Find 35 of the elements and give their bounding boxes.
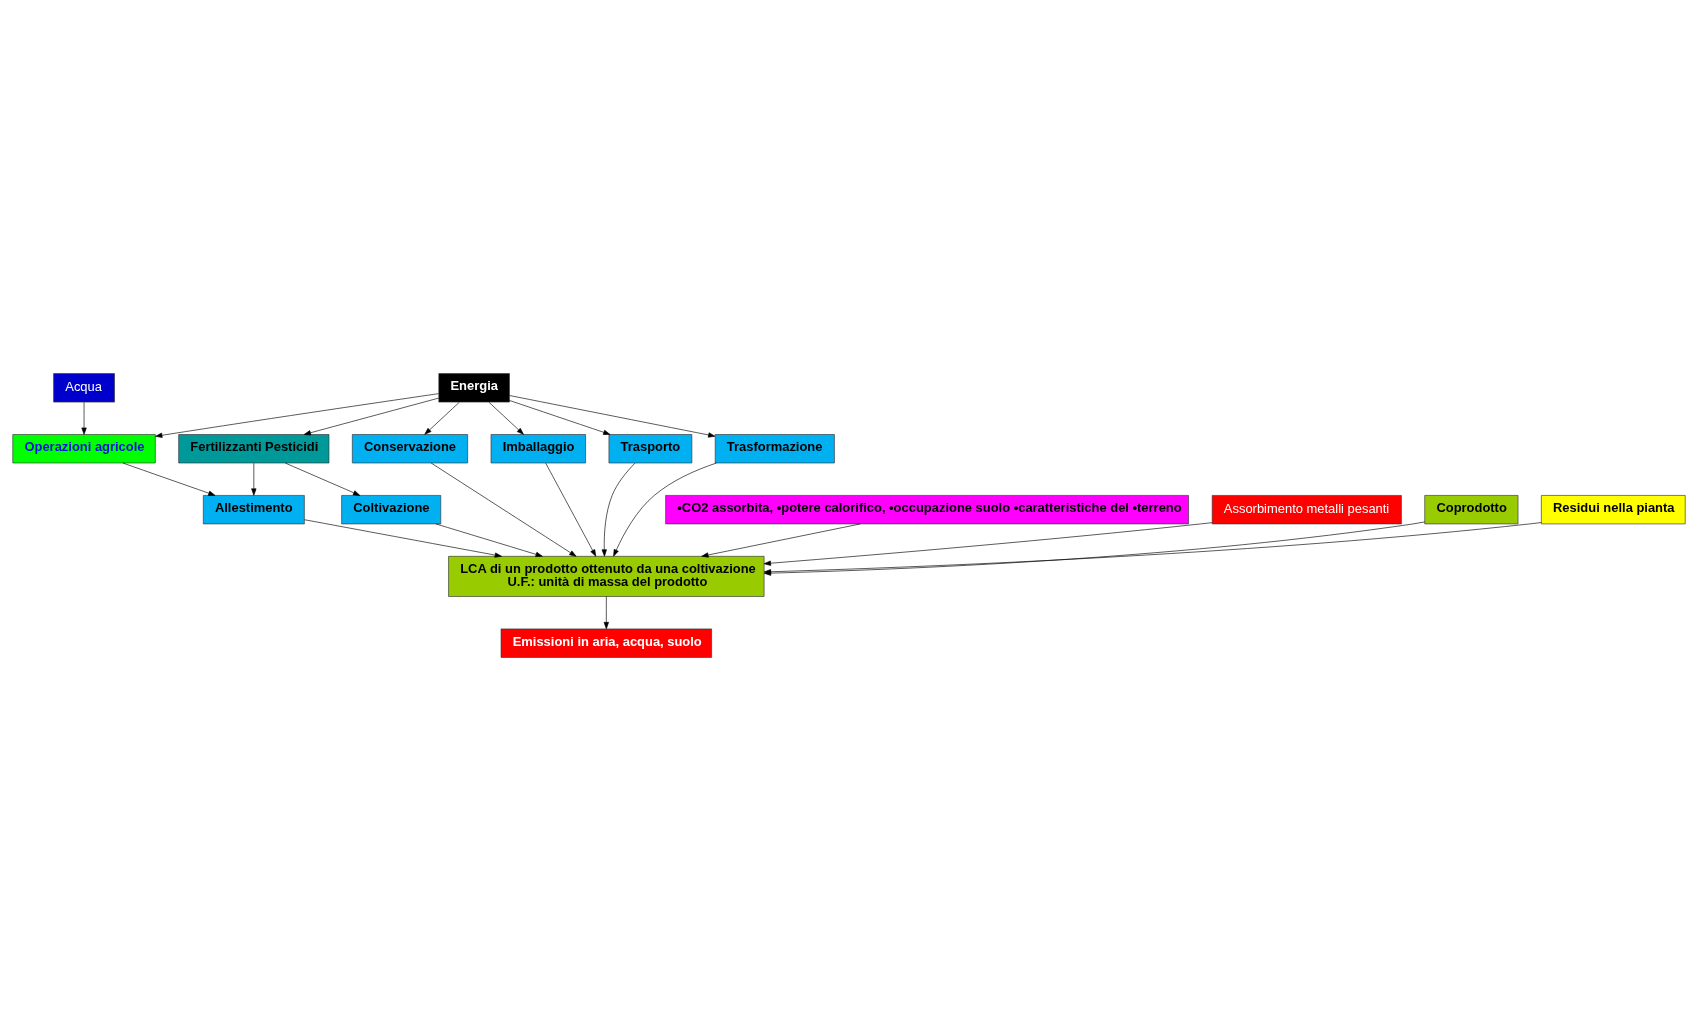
arrow: [250, 462, 256, 496]
arrow: [435, 523, 543, 557]
arrow: [544, 462, 596, 557]
node-box: Coprodotto: [1423, 494, 1518, 524]
arrow: [303, 397, 439, 435]
node-box: LCA di un prodotto ottenuto da una coltivazione U.F.: unità di massa del prodotto: [447, 555, 764, 597]
node-box: Allestimento: [202, 494, 305, 524]
arrow: [423, 401, 460, 435]
arrow: [700, 523, 861, 558]
node-box: •CO2 assorbita, •potere calorifico, •occupazione suolo •caratteristiche del •terreno: [664, 494, 1189, 524]
arrow: [508, 399, 610, 435]
node-box: Trasporto: [608, 433, 692, 463]
arrow: [488, 401, 524, 435]
node-box: Coltivazione: [340, 494, 441, 524]
node-box: Acqua: [52, 372, 115, 402]
arrow: [763, 521, 1212, 566]
arrow: [603, 595, 609, 629]
arrow: [122, 462, 215, 496]
node-box: Emissioni in aria, acqua, suolo: [500, 628, 712, 658]
arrow: [154, 392, 439, 438]
node-box: Imballaggio: [490, 433, 586, 463]
arrow: [80, 401, 87, 435]
arrow: [612, 462, 717, 556]
node-box: Trasformazione: [714, 433, 835, 463]
node-box: Assorbimento metalli pesanti: [1211, 494, 1402, 524]
arrow: [508, 394, 715, 438]
arrow: [284, 462, 360, 496]
node-box: Energia: [438, 372, 510, 402]
node-box: Fertilizzanti Pesticidi: [177, 433, 329, 463]
node-box: Conservazione: [351, 433, 468, 463]
node-box: Operazioni agricole: [11, 433, 156, 463]
arrow: [430, 462, 576, 557]
arrow: [601, 462, 635, 556]
arrow: [303, 518, 502, 558]
node-box: Residui nella pianta: [1540, 494, 1686, 524]
